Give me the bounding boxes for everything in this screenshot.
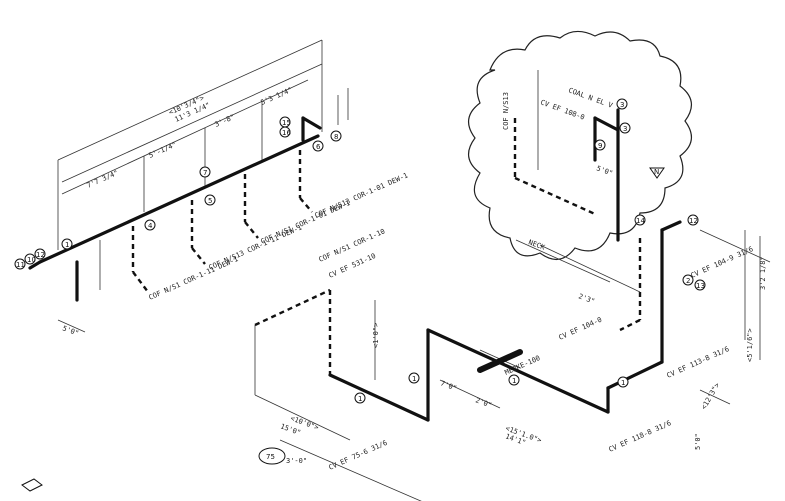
dim-12-3: <12'3"> bbox=[700, 381, 722, 411]
bubble-10: 10 bbox=[27, 256, 36, 264]
left-dimension-lines bbox=[57, 39, 349, 333]
bubble-8: 8 bbox=[334, 133, 338, 141]
note-cloud-cof: COF N/S13 bbox=[502, 92, 510, 130]
dim-5-1-4: 5'-1/4" bbox=[148, 141, 178, 160]
ref-tag-ellipse bbox=[258, 447, 286, 465]
north-arrow-label: N bbox=[654, 168, 659, 176]
bubble-3-cloud: 3 bbox=[620, 101, 624, 109]
bubble-6: 6 bbox=[316, 143, 321, 151]
bubble-12-left: 12 bbox=[36, 251, 45, 259]
dim-5-0-left: 5'0" bbox=[61, 324, 80, 337]
bubble-9: 9 bbox=[598, 142, 602, 150]
note-cof-mid-1: COF N/S13 COR-1-01 DEW-1 bbox=[314, 171, 410, 219]
bubble-1-lower-d: 1 bbox=[621, 379, 625, 387]
dim-2-0: 2'0" bbox=[474, 396, 493, 409]
note-cloud-low: CV EF 104-0 bbox=[558, 316, 604, 342]
dim-3-2-1-8: 3'2 1/8" bbox=[759, 256, 767, 290]
bubble-2: 2 bbox=[686, 277, 690, 285]
bubble-5: 5 bbox=[208, 197, 212, 205]
ref-tag-dim: 3'-0" bbox=[286, 457, 307, 465]
cloud-pipe-run bbox=[513, 70, 642, 332]
bubble-1-lower-c: 1 bbox=[512, 377, 516, 385]
dim-5-0-right: 5'0" bbox=[694, 433, 702, 450]
north-arrow-icon bbox=[649, 167, 665, 179]
bubble-group-left: 1 11 10 12 4 5 7 15 16 8 6 bbox=[14, 116, 342, 270]
dim-5-1-6: <5'1/6"> bbox=[746, 328, 754, 362]
mid-valve bbox=[477, 349, 523, 373]
ref-tag-number: 75 bbox=[266, 453, 275, 461]
bubble-1-left: 1 bbox=[65, 241, 69, 249]
bubble-12-right: 12 bbox=[689, 217, 698, 225]
bubble-3-cloud-b: 3 bbox=[623, 125, 627, 133]
compass-icon bbox=[21, 478, 43, 492]
note-cv-right-2: CV EF 113-8 31/6 bbox=[666, 345, 731, 380]
bubble-7: 7 bbox=[203, 169, 207, 177]
bubble-16: 16 bbox=[282, 129, 291, 137]
dim-7-3-1-4: 7'7 3/4" bbox=[86, 169, 120, 190]
bubble-14: 14 bbox=[636, 217, 645, 225]
left-pipe-run bbox=[28, 116, 322, 302]
dim-2-3: 2'3" bbox=[577, 292, 596, 305]
dim-1-0-mid: <1'0"> bbox=[372, 323, 380, 348]
bubble-4: 4 bbox=[148, 222, 153, 230]
bubble-11: 11 bbox=[16, 261, 25, 269]
bubble-1-lower-b: 1 bbox=[412, 375, 416, 383]
bubble-15: 15 bbox=[282, 119, 291, 127]
revision-cloud bbox=[468, 30, 692, 260]
dim-5-3-1-4-top: 5'3 1/4" bbox=[260, 86, 294, 107]
dim-3-8: 3'-8" bbox=[214, 113, 237, 129]
note-cv-bottom: CV EF 75-6 31/6 bbox=[328, 439, 389, 472]
bubble-13: 13 bbox=[696, 282, 705, 290]
lower-pipe-run bbox=[254, 220, 682, 501]
bubble-1-lower-a: 1 bbox=[358, 395, 362, 403]
dim-7-0: 7'0" bbox=[439, 379, 458, 392]
note-cv-right-3: CV EF 118-8 31/6 bbox=[608, 419, 673, 454]
